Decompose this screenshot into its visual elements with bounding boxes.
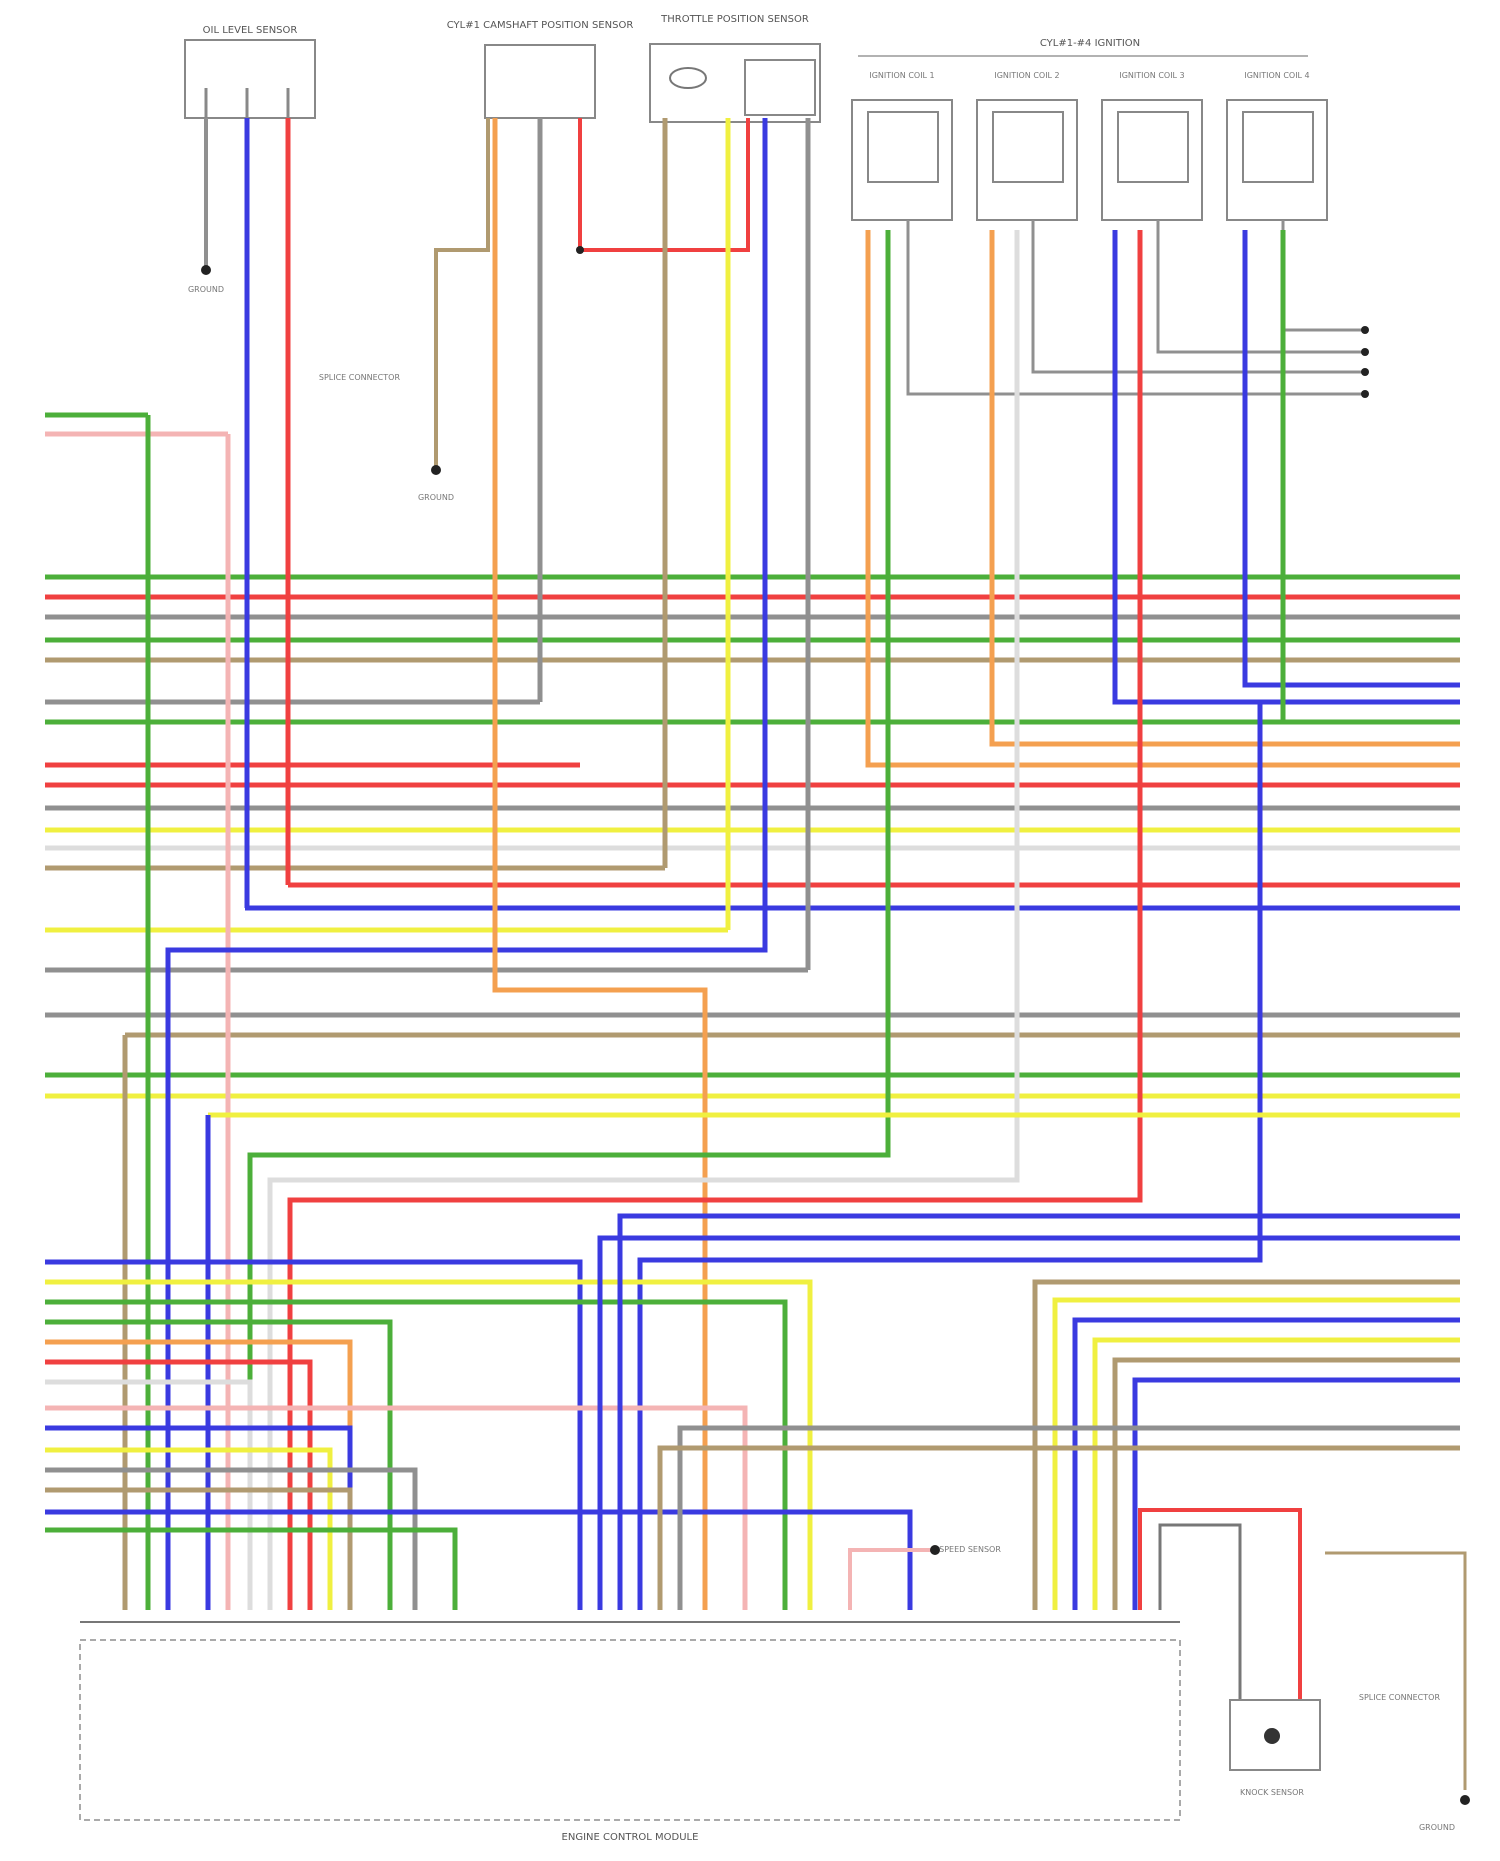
camshaft-position-sensor: CYL#1 CAMSHAFT POSITION SENSOR	[447, 20, 634, 118]
oil-level-sensor: OIL LEVEL SENSOR	[185, 25, 315, 118]
vertical-drops	[125, 118, 1460, 1610]
ecm-label: ENGINE CONTROL MODULE	[562, 1832, 699, 1843]
splice-connector-note: SPLICE CONNECTOR	[319, 373, 401, 382]
right-splice-note: SPLICE CONNECTOR	[1359, 1693, 1441, 1702]
camshaft-sensor-label: CYL#1 CAMSHAFT POSITION SENSOR	[447, 20, 634, 31]
coil-1-label: IGNITION COIL 1	[869, 71, 934, 80]
coil-2-label: IGNITION COIL 2	[994, 71, 1059, 80]
ground-left-note: GROUND	[188, 285, 224, 294]
ground-mid-note: GROUND	[418, 493, 454, 502]
right-feed-lines	[245, 118, 1460, 908]
knock-sensor: KNOCK SENSOR SPLICE CONNECTOR GROUND	[1140, 1510, 1470, 1832]
coil-3-label: IGNITION COIL 3	[1119, 71, 1184, 80]
speed-sensor-ref: SPEED SENSOR	[850, 1545, 1001, 1610]
knock-sensor-label: KNOCK SENSOR	[1240, 1788, 1304, 1797]
bottom-ground-note: GROUND	[1419, 1823, 1455, 1832]
lower-left-bundle	[45, 1262, 910, 1610]
ignition-coils: CYL#1-#4 IGNITION IGNITION COIL 1 IGNITI…	[852, 38, 1327, 220]
speed-sensor-note: SPEED SENSOR	[939, 1545, 1001, 1554]
engine-control-module: ENGINE CONTROL MODULE	[80, 1622, 1180, 1843]
lower-right-bundle	[600, 1216, 1460, 1610]
ignition-group-label: CYL#1-#4 IGNITION	[1040, 38, 1140, 49]
oil-level-sensor-label: OIL LEVEL SENSOR	[203, 25, 298, 36]
throttle-position-sensor: THROTTLE POSITION SENSOR	[650, 14, 820, 122]
throttle-sensor-label: THROTTLE POSITION SENSOR	[660, 14, 809, 25]
harness-lines	[45, 415, 1460, 1096]
coil-4-label: IGNITION COIL 4	[1244, 71, 1309, 80]
